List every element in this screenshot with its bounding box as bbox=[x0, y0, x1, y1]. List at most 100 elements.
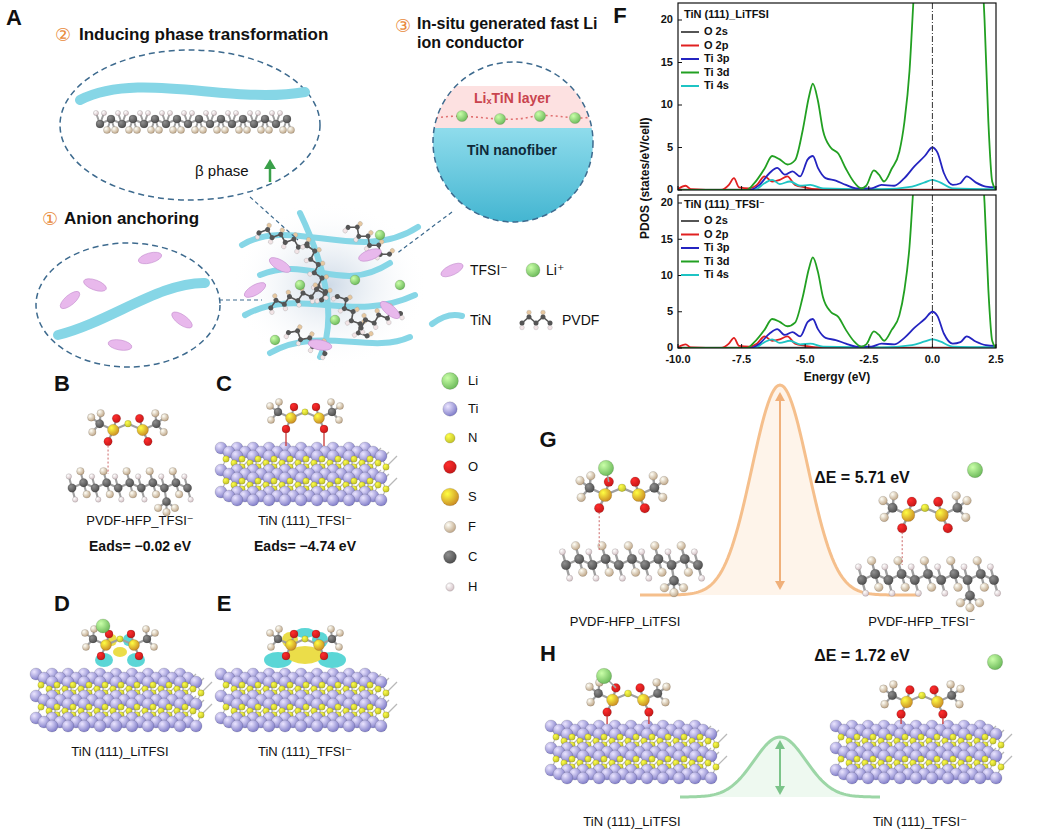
atom bbox=[989, 575, 999, 585]
atom bbox=[101, 110, 106, 115]
atom bbox=[884, 575, 894, 585]
atom bbox=[920, 556, 929, 565]
atom bbox=[137, 424, 149, 436]
molecule bbox=[266, 398, 343, 433]
atom bbox=[152, 420, 160, 428]
polymer-icon bbox=[265, 280, 329, 315]
atom bbox=[97, 409, 105, 417]
atom bbox=[290, 630, 298, 638]
atom bbox=[223, 682, 229, 688]
atom bbox=[150, 682, 156, 688]
polymer-icon bbox=[330, 288, 374, 345]
atom bbox=[561, 560, 571, 570]
atom bbox=[145, 110, 150, 115]
isosurface-lobe bbox=[95, 653, 113, 667]
atom bbox=[272, 293, 278, 299]
atom bbox=[889, 491, 898, 500]
atom bbox=[908, 564, 914, 570]
atom bbox=[654, 554, 664, 564]
atom bbox=[351, 478, 357, 484]
atom bbox=[203, 110, 208, 115]
atom bbox=[350, 275, 360, 285]
atom bbox=[286, 640, 297, 651]
tfsi-icon bbox=[357, 246, 383, 264]
atom bbox=[265, 126, 272, 133]
atom bbox=[665, 734, 671, 740]
atom bbox=[255, 478, 261, 484]
atom bbox=[79, 479, 87, 487]
tick-mark bbox=[678, 147, 682, 148]
tfsi-icon bbox=[242, 280, 268, 301]
atom bbox=[311, 270, 317, 276]
tfsi-icon bbox=[82, 276, 108, 294]
atom bbox=[173, 115, 181, 123]
tick-mark bbox=[678, 203, 682, 204]
atom bbox=[520, 321, 525, 326]
atom bbox=[103, 126, 110, 133]
atom bbox=[228, 120, 236, 128]
isosurface-lobe bbox=[264, 652, 292, 668]
atom bbox=[952, 491, 961, 500]
atom bbox=[927, 583, 936, 592]
atom bbox=[158, 720, 170, 732]
atom bbox=[376, 312, 382, 318]
atom bbox=[89, 474, 94, 479]
tick-mark bbox=[678, 62, 682, 63]
atom bbox=[211, 110, 216, 115]
atom bbox=[855, 564, 861, 570]
atom bbox=[213, 126, 220, 133]
atom bbox=[624, 541, 633, 550]
atom bbox=[327, 494, 339, 506]
atom bbox=[137, 484, 145, 492]
atom bbox=[980, 583, 989, 592]
atom bbox=[191, 126, 198, 133]
atom bbox=[355, 233, 362, 240]
atom bbox=[902, 508, 915, 521]
atom bbox=[923, 569, 933, 579]
atom bbox=[319, 456, 325, 462]
atom bbox=[921, 504, 929, 512]
atom bbox=[943, 523, 953, 533]
atom bbox=[263, 720, 275, 732]
atom bbox=[137, 110, 142, 115]
atom bbox=[135, 414, 143, 422]
leader-line bbox=[396, 212, 452, 254]
atom bbox=[162, 120, 170, 128]
atom bbox=[190, 720, 202, 732]
atom bbox=[375, 482, 381, 488]
atom bbox=[267, 643, 274, 650]
atom bbox=[386, 251, 393, 258]
atom bbox=[118, 682, 124, 688]
atom bbox=[456, 110, 467, 121]
atom bbox=[110, 720, 122, 732]
atom bbox=[319, 478, 325, 484]
atom bbox=[961, 513, 970, 522]
tick-mark bbox=[678, 186, 679, 190]
atom bbox=[335, 704, 341, 710]
atom bbox=[681, 734, 687, 740]
tfsi-icon bbox=[169, 309, 194, 331]
atom bbox=[578, 568, 587, 577]
atom bbox=[310, 299, 316, 305]
atom bbox=[147, 126, 154, 133]
atom bbox=[395, 280, 405, 290]
atom bbox=[149, 479, 157, 487]
atom bbox=[96, 619, 110, 633]
atom bbox=[315, 261, 321, 267]
atom bbox=[269, 110, 274, 115]
atom bbox=[677, 541, 686, 550]
atom bbox=[619, 575, 625, 581]
atom bbox=[223, 478, 229, 484]
atom bbox=[199, 126, 206, 133]
arrowhead bbox=[775, 392, 785, 401]
energy-barrier-fill bbox=[680, 737, 880, 797]
atom bbox=[100, 467, 108, 475]
atom bbox=[942, 590, 948, 596]
fermi-level bbox=[932, 3, 933, 190]
atom bbox=[527, 315, 532, 320]
atom bbox=[129, 115, 137, 123]
atom bbox=[239, 682, 245, 688]
atom bbox=[151, 629, 158, 636]
atom bbox=[935, 508, 948, 521]
leader-line bbox=[219, 299, 262, 300]
